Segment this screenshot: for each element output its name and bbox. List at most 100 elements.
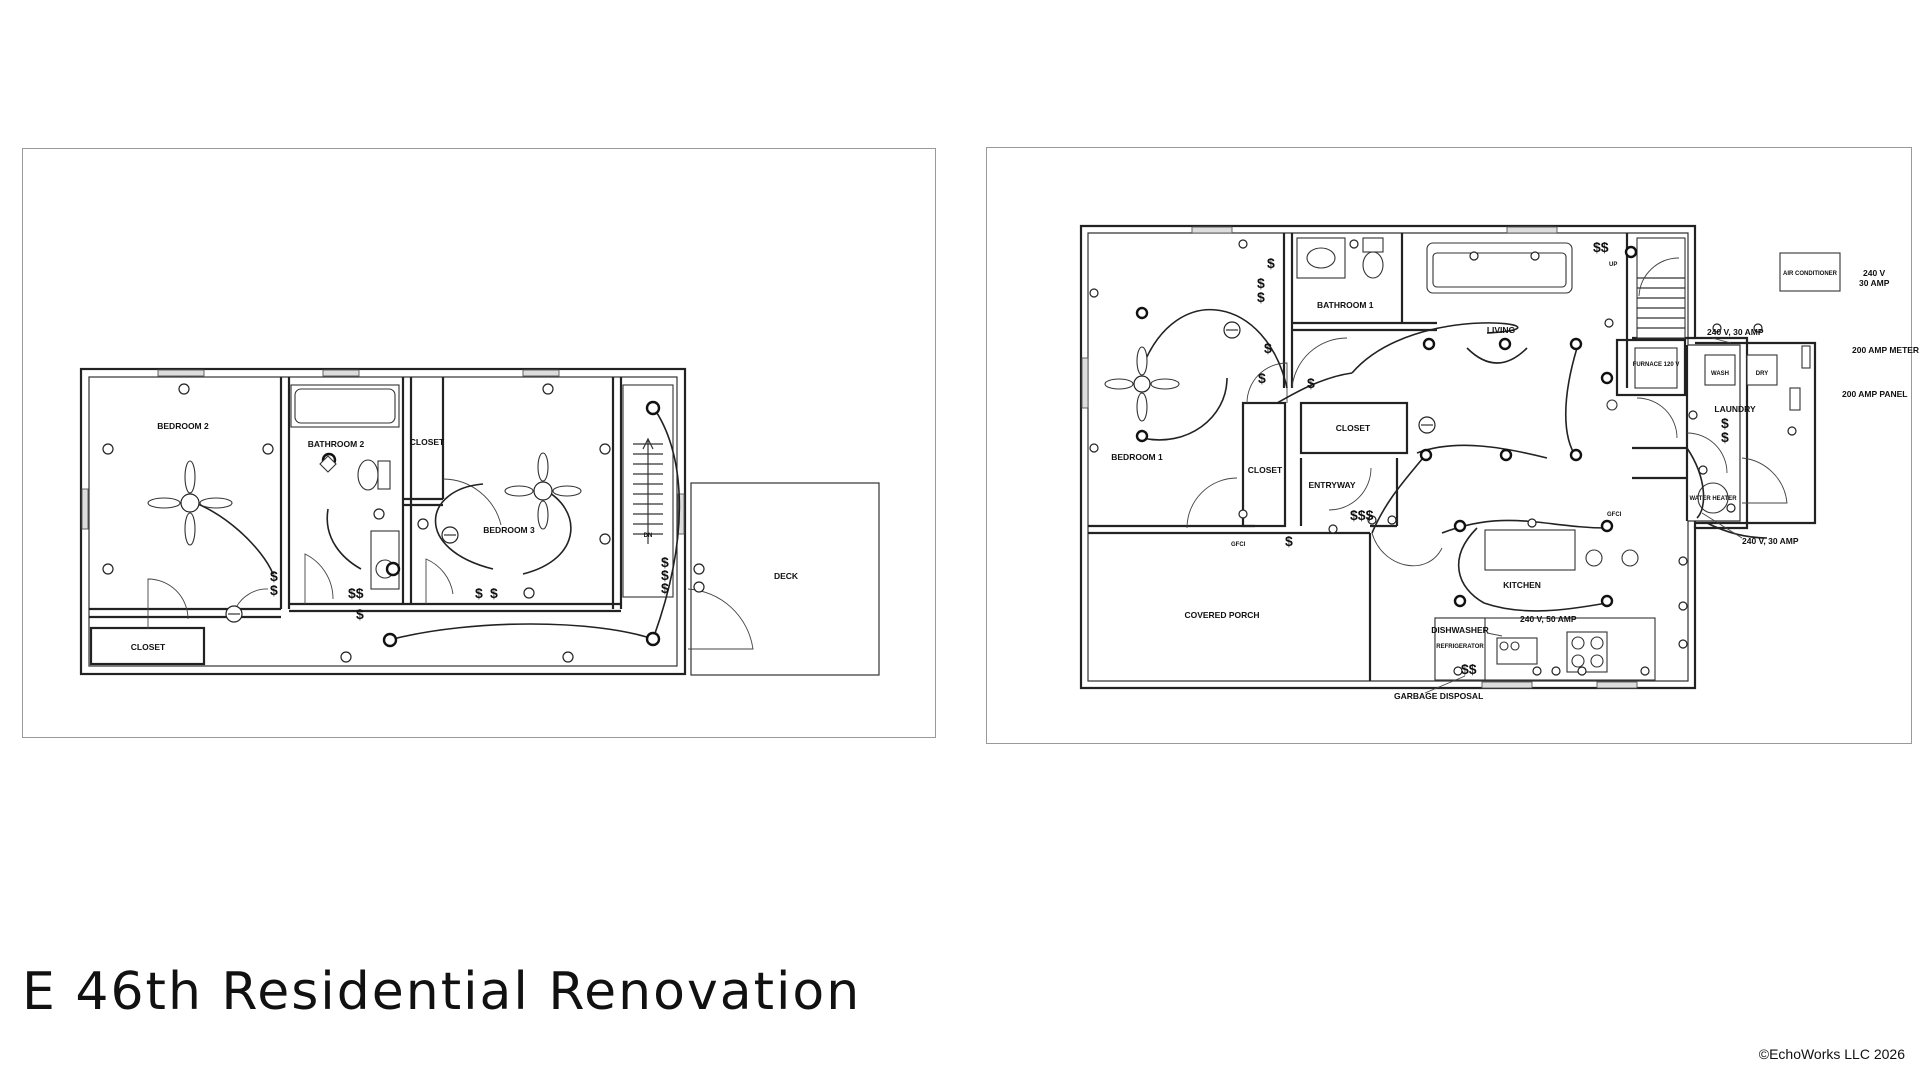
room-label-closet: CLOSET xyxy=(131,642,166,652)
outlet-icon xyxy=(1469,251,1479,261)
light-fixture-icon xyxy=(645,631,661,647)
switch-symbol: $ xyxy=(1264,340,1272,356)
page-title: E 46th Residential Renovation xyxy=(22,962,862,1022)
room-label-kitchen: KITCHEN xyxy=(1503,580,1541,590)
switch-symbol: $$ xyxy=(348,585,364,601)
water-heater-label: WATER HEATER xyxy=(1689,496,1737,502)
light-fixture-icon xyxy=(1600,371,1614,385)
light-fixture-icon xyxy=(1600,519,1614,533)
outlet-icon xyxy=(1387,515,1397,525)
switch-symbol: $ xyxy=(270,568,278,584)
panel-label: 200 AMP PANEL xyxy=(1842,389,1908,399)
light-fixture-icon xyxy=(382,632,398,648)
air-conditioner-unit xyxy=(1779,252,1841,292)
floor-plan-main: UP FURNACE 120 V AIR CONDITIONER 240 V 3… xyxy=(986,147,1919,744)
outlet-icon xyxy=(178,383,190,395)
stair-dn-label: DN xyxy=(644,533,653,539)
ceiling-fan-icon xyxy=(504,452,582,530)
refrigerator-label: REFRIGERATOR xyxy=(1436,644,1484,650)
dryer-label: DRY xyxy=(1756,371,1768,377)
room-label-covered-porch: COVERED PORCH xyxy=(1184,610,1259,620)
floor-plan-upper: DN $ $ xyxy=(22,148,936,738)
pendant-light-icon xyxy=(1585,549,1603,567)
switch-symbol: $ xyxy=(1258,370,1266,386)
air-conditioner-label: AIR CONDITIONER xyxy=(1783,271,1838,277)
meter-label: 200 AMP METER xyxy=(1852,345,1919,355)
exterior-wall xyxy=(1079,224,1749,690)
room-label-bedroom-3: BEDROOM 3 xyxy=(483,525,535,535)
outlet-icon xyxy=(417,518,429,530)
outlet-icon xyxy=(1604,318,1614,328)
outlet-icon xyxy=(693,563,705,575)
outlet-icon xyxy=(1453,666,1463,676)
switch-symbol: $ xyxy=(1307,375,1315,391)
room-label-bedroom-2: BEDROOM 2 xyxy=(157,421,209,431)
switch-symbol: $ xyxy=(475,585,483,601)
room-label-closet: CLOSET xyxy=(1336,423,1371,433)
switch-symbol: $ xyxy=(661,567,669,583)
outlet-icon xyxy=(1367,515,1377,525)
dishwasher-label: DISHWASHER xyxy=(1431,625,1489,635)
outlet-icon xyxy=(1712,323,1722,333)
switch-symbol: $ xyxy=(1721,415,1729,431)
switch-symbol: $ xyxy=(1267,255,1275,271)
outlet-icon xyxy=(599,443,611,455)
outlet-icon xyxy=(1527,518,1537,528)
outlet-icon xyxy=(1640,666,1650,676)
light-fixture-icon xyxy=(1453,594,1467,608)
outlet-icon xyxy=(523,587,535,599)
switch-symbol: $$ xyxy=(1461,661,1477,677)
light-fixture-icon xyxy=(645,400,661,416)
light-fixture-icon xyxy=(1499,448,1513,462)
outlet-icon xyxy=(1688,410,1698,420)
outlet-icon xyxy=(599,533,611,545)
ac-power-amps: 30 AMP xyxy=(1859,278,1890,288)
dishwasher-power-label: 240 V, 50 AMP xyxy=(1520,614,1577,624)
kitchen-island xyxy=(1484,529,1576,571)
upper-floor-drawing: DN $ $ xyxy=(79,367,880,676)
washer-label: WASH xyxy=(1711,371,1729,377)
light-fixture-icon xyxy=(1453,519,1467,533)
smoke-detector-icon xyxy=(441,526,459,544)
room-label-living: LIVING xyxy=(1487,325,1516,335)
outlet-icon xyxy=(1698,465,1708,475)
thermostat-icon xyxy=(1606,399,1618,411)
smoke-detector-icon xyxy=(1418,416,1436,434)
light-fixture-icon xyxy=(1135,429,1149,443)
light-fixture-icon xyxy=(385,561,401,577)
outlet-icon xyxy=(1678,639,1688,649)
stair-up-label: UP xyxy=(1609,262,1617,268)
furnace-label: FURNACE 120 V xyxy=(1633,362,1680,368)
laundry-power-label: 240 V, 30 AMP xyxy=(1707,327,1764,337)
light-fixture-icon xyxy=(1419,448,1433,462)
outlet-icon xyxy=(1753,323,1763,333)
switch-symbol: $ xyxy=(661,554,669,570)
outlet-icon xyxy=(562,651,574,663)
garbage-disposal-label: GARBAGE DISPOSAL xyxy=(1394,691,1483,701)
gfci-label: GFCI xyxy=(1607,512,1622,518)
outlet-icon xyxy=(373,508,385,520)
light-fixture-icon xyxy=(1569,448,1583,462)
main-floor-drawing: UP FURNACE 120 V AIR CONDITIONER 240 V 3… xyxy=(1079,224,1919,701)
deck-outline xyxy=(690,482,880,676)
gfci-label: GFCI xyxy=(1231,542,1246,548)
room-label-bathroom-2: BATHROOM 2 xyxy=(308,439,365,449)
outlet-icon xyxy=(542,383,554,395)
exterior-wall xyxy=(79,367,687,676)
light-fixture-icon xyxy=(1600,594,1614,608)
outlet-icon xyxy=(1787,426,1797,436)
stair-upper: DN xyxy=(622,384,674,598)
light-fixture-icon xyxy=(1135,306,1149,320)
room-label-laundry: LAUNDRY xyxy=(1714,404,1756,414)
room-label-entryway: ENTRYWAY xyxy=(1308,480,1355,490)
outlet-icon xyxy=(1238,239,1248,249)
switch-symbol: $ xyxy=(270,582,278,598)
outlet-icon xyxy=(262,443,274,455)
room-label-bedroom-1: BEDROOM 1 xyxy=(1111,452,1163,462)
outlet-icon xyxy=(1678,556,1688,566)
water-heater-power-label: 240 V, 30 AMP xyxy=(1742,536,1799,546)
switch-symbol: $$ xyxy=(1593,239,1609,255)
thermostat-icon xyxy=(319,455,337,473)
outlet-icon xyxy=(693,581,705,593)
outlet-icon xyxy=(1349,239,1359,249)
